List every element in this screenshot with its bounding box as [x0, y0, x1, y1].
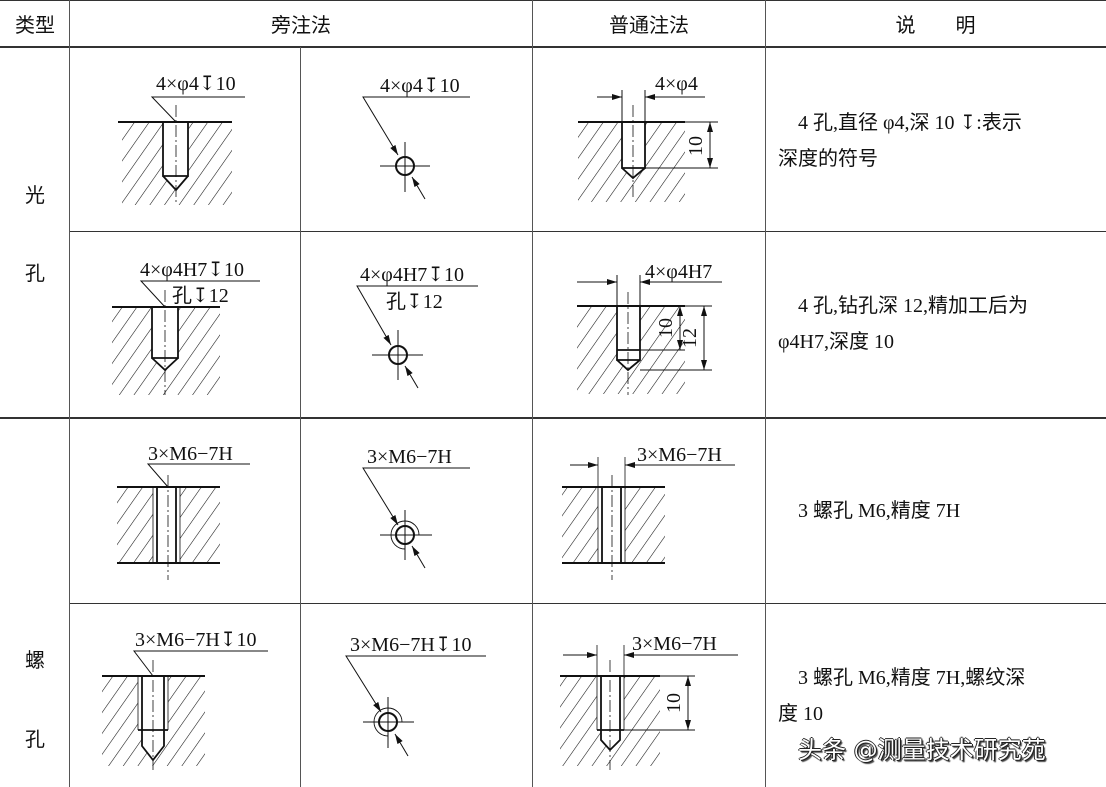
drawing-reamed-hole-normal: 4×φ4H7 10 12: [577, 261, 722, 395]
description-row-3: 3 螺孔 M6,精度 7H: [778, 493, 1098, 529]
col-divider: [69, 0, 70, 787]
side-label: 4×φ4↧10: [380, 75, 460, 97]
side-label: 3×M6−7H↧10: [350, 634, 472, 656]
side-label: 3×M6−7H: [148, 443, 233, 465]
side-label: 4×φ4↧10: [156, 73, 236, 95]
side-label: 3×M6−7H↧10: [135, 629, 257, 651]
drawing-through-depth-normal: 4×φ4 10: [578, 73, 718, 202]
header-divider: [0, 46, 1106, 48]
desc-line: 4 孔,钻孔深 12,精加工后为: [798, 295, 1028, 317]
drawing-blind-thread-side-plan: 3×M6−7H↧10: [345, 634, 486, 757]
col-divider: [765, 0, 766, 787]
group-label-plain-hole: 光: [25, 184, 45, 207]
side-label-secondary: 孔↧12: [172, 284, 229, 307]
desc-line: 度 10: [778, 703, 823, 725]
col-divider: [532, 0, 533, 787]
header-side-note: 旁注法: [271, 15, 331, 37]
drawing-reamed-hole-side-section: 4×φ4H7↧10 孔↧12: [112, 259, 260, 395]
header-type: 类型: [15, 15, 55, 37]
row-divider: [70, 231, 1106, 232]
normal-label: 3×M6−7H: [632, 633, 717, 655]
group-label-threaded-hole: 螺: [25, 649, 45, 672]
group-label-threaded-hole: 孔: [25, 728, 45, 751]
desc-line: 3 螺孔 M6,精度 7H: [798, 500, 961, 522]
row-divider: [70, 603, 1106, 604]
watermark: 头条 @测量技术研究苑: [798, 736, 1046, 764]
group-divider: [0, 417, 1106, 419]
drawing-blind-thread-normal: 3×M6−7H 10: [560, 633, 738, 770]
dimension-label: 10: [685, 136, 707, 156]
drawing-through-thread-normal: 3×M6−7H: [562, 444, 735, 580]
normal-label: 4×φ4: [655, 73, 698, 95]
group-label-plain-hole: 孔: [25, 262, 45, 285]
col-divider: [300, 47, 301, 787]
side-label: 4×φ4H7↧10: [360, 264, 464, 286]
desc-line: 4 孔,直径 φ4,深 10 ↧:表示: [798, 112, 1022, 134]
side-label: 4×φ4H7↧10: [140, 259, 244, 281]
desc-line: 深度的符号: [778, 148, 878, 170]
drawing-through-thread-side-section: 3×M6−7H: [117, 443, 250, 580]
drawing-through-thread-side-plan: 3×M6−7H: [362, 446, 470, 569]
dimension-label: 10: [655, 318, 677, 338]
description-row-4: 3 螺孔 M6,精度 7H,螺纹深 度 10: [778, 660, 1098, 732]
header-normal-note: 普通注法: [609, 15, 689, 37]
drawing-blind-thread-side-section: 3×M6−7H↧10: [102, 629, 268, 770]
normal-label: 4×φ4H7: [645, 261, 712, 283]
description-row-1: 4 孔,直径 φ4,深 10 ↧:表示 深度的符号: [778, 105, 1098, 177]
dimension-label: 10: [663, 693, 685, 713]
side-label-secondary: 孔↧12: [386, 290, 443, 313]
header-explanation: 说 明: [895, 15, 976, 37]
side-label: 3×M6−7H: [367, 446, 452, 468]
dimension-label: 12: [679, 328, 701, 348]
normal-label: 3×M6−7H: [637, 444, 722, 466]
desc-line: φ4H7,深度 10: [778, 331, 894, 353]
desc-line: 3 螺孔 M6,精度 7H,螺纹深: [798, 667, 1026, 689]
drawing-through-depth-side-section: 4×φ4↧10: [118, 73, 245, 205]
drawing-reamed-hole-side-plan: 4×φ4H7↧10 孔↧12: [356, 264, 478, 389]
drawing-through-depth-side-plan: 4×φ4↧10: [362, 75, 470, 200]
table-border-top: [0, 0, 1106, 1]
description-row-2: 4 孔,钻孔深 12,精加工后为 φ4H7,深度 10: [778, 288, 1098, 360]
